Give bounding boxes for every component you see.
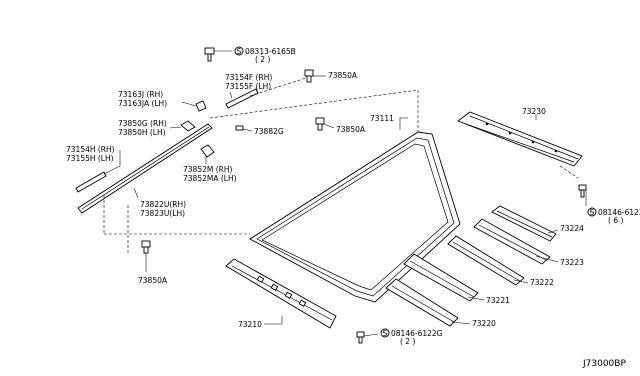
roof-bow-73221 — [403, 253, 479, 302]
label-73224: 73224 — [560, 224, 584, 233]
bracket-73852m — [200, 144, 215, 158]
label-73163ja: 73163JA (LH) — [118, 99, 167, 108]
label-73823u: 73823U(LH) — [140, 209, 185, 218]
label-73852m: 73852M (RH) — [183, 165, 232, 174]
roof-bow-73220 — [385, 278, 459, 327]
roof-bow-73224 — [491, 205, 557, 242]
bolt-bottom-circle-mark: S — [380, 328, 390, 338]
label-bolt-08313-6165b: 08313-6165B — [245, 47, 296, 56]
roof-bow-73223 — [473, 218, 551, 265]
label-73882g: 73882G — [254, 127, 284, 136]
label-73850g: 73850G (RH) — [118, 119, 167, 128]
rail-cover-73154h — [75, 171, 107, 193]
cap-73850g — [180, 120, 196, 132]
label-73163j: 73163J (RH) — [118, 90, 163, 99]
diagram-reference-code: J73000BP — [582, 359, 626, 369]
assembly-line-front — [559, 165, 579, 179]
bolt-08146-6122h — [578, 184, 587, 198]
roof-panel — [249, 131, 461, 303]
bolt-08146-6122g — [356, 331, 365, 344]
front-header-panel — [457, 111, 583, 167]
label-73223: 73223 — [560, 258, 584, 267]
rear-roof-rail — [225, 258, 337, 329]
label-73822u: 73822U(RH) — [140, 200, 186, 209]
bolt-08313-6165b — [204, 47, 215, 62]
stud-73850a-mid — [315, 117, 325, 131]
label-73221: 73221 — [486, 296, 510, 305]
label-73850a-mid: 73850A — [336, 125, 366, 134]
label-73111: 73111 — [370, 114, 394, 123]
label-73850h: 73850H (LH) — [118, 128, 166, 137]
assembly-line-rail — [209, 89, 419, 132]
label-bolt-08146-6122g-qty: ( 2 ) — [400, 337, 415, 346]
label-bolt-08146-6122h: 08146-6122H — [598, 208, 640, 217]
stud-73850a-bottom — [141, 240, 151, 254]
label-73154h: 73154H (RH) — [66, 145, 115, 154]
svg-text:S: S — [237, 47, 242, 56]
label-73850a-top: 73850A — [328, 71, 358, 80]
label-73222: 73222 — [530, 278, 554, 287]
label-bolt-08146-6122h-qty: ( 6 ) — [608, 216, 623, 225]
label-73850a-bottom: 73850A — [138, 276, 168, 285]
label-bolt-08313-qty: ( 2 ) — [255, 55, 270, 64]
roof-bow-73222 — [447, 235, 525, 286]
leader-lines — [103, 50, 587, 337]
bolt-top-circle-mark: S — [234, 46, 244, 56]
bolt-right-circle-mark: S — [587, 207, 597, 217]
label-73154f: 73154F (RH) — [225, 73, 272, 82]
rail-cover-73154f — [225, 88, 259, 109]
svg-text:S: S — [590, 208, 595, 217]
assembly-line-left — [103, 195, 129, 254]
label-73155h: 73155H (LH) — [66, 154, 114, 163]
label-73210: 73210 — [238, 320, 262, 329]
clip-73882g — [235, 125, 244, 131]
stud-73850a-top — [304, 69, 314, 83]
label-bolt-08146-6122g: 08146-6122G — [391, 329, 443, 338]
svg-text:S: S — [383, 329, 388, 338]
clip-73163j — [195, 100, 207, 112]
label-73852ma: 73852MA (LH) — [183, 174, 237, 183]
label-73230: 73230 — [522, 107, 546, 116]
label-73155f: 73155F (LH) — [225, 82, 271, 91]
label-73220: 73220 — [472, 319, 496, 328]
roof-rail-molding — [77, 123, 213, 214]
